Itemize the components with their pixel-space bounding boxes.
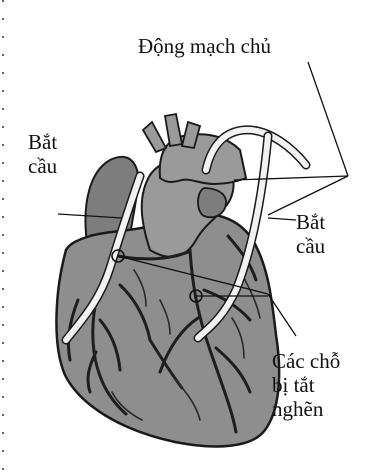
bypass-right-line-1: Bắt	[296, 210, 325, 234]
bypass-left-line-1: Bắt	[28, 130, 57, 154]
bypass-right-line-2: cầu	[296, 234, 325, 258]
descending-aorta	[198, 188, 226, 217]
bypass-left-line-2: cầu	[28, 154, 57, 178]
blockage-line-1: Các chỗ	[272, 349, 340, 373]
blockage-label: Các chỗ bị tắt nghẽn	[272, 349, 340, 421]
aortic-branch-2	[165, 114, 182, 146]
bypass-right-label: Bắt cầu	[296, 210, 325, 258]
aorta-label: Động mạch chủ	[138, 34, 271, 58]
bypass-left-label: Bắt cầu	[28, 130, 57, 178]
blockage-line-2: bị tắt	[272, 373, 340, 397]
blockage-line-3: nghẽn	[272, 397, 340, 421]
aortic-branch-1	[143, 122, 166, 152]
